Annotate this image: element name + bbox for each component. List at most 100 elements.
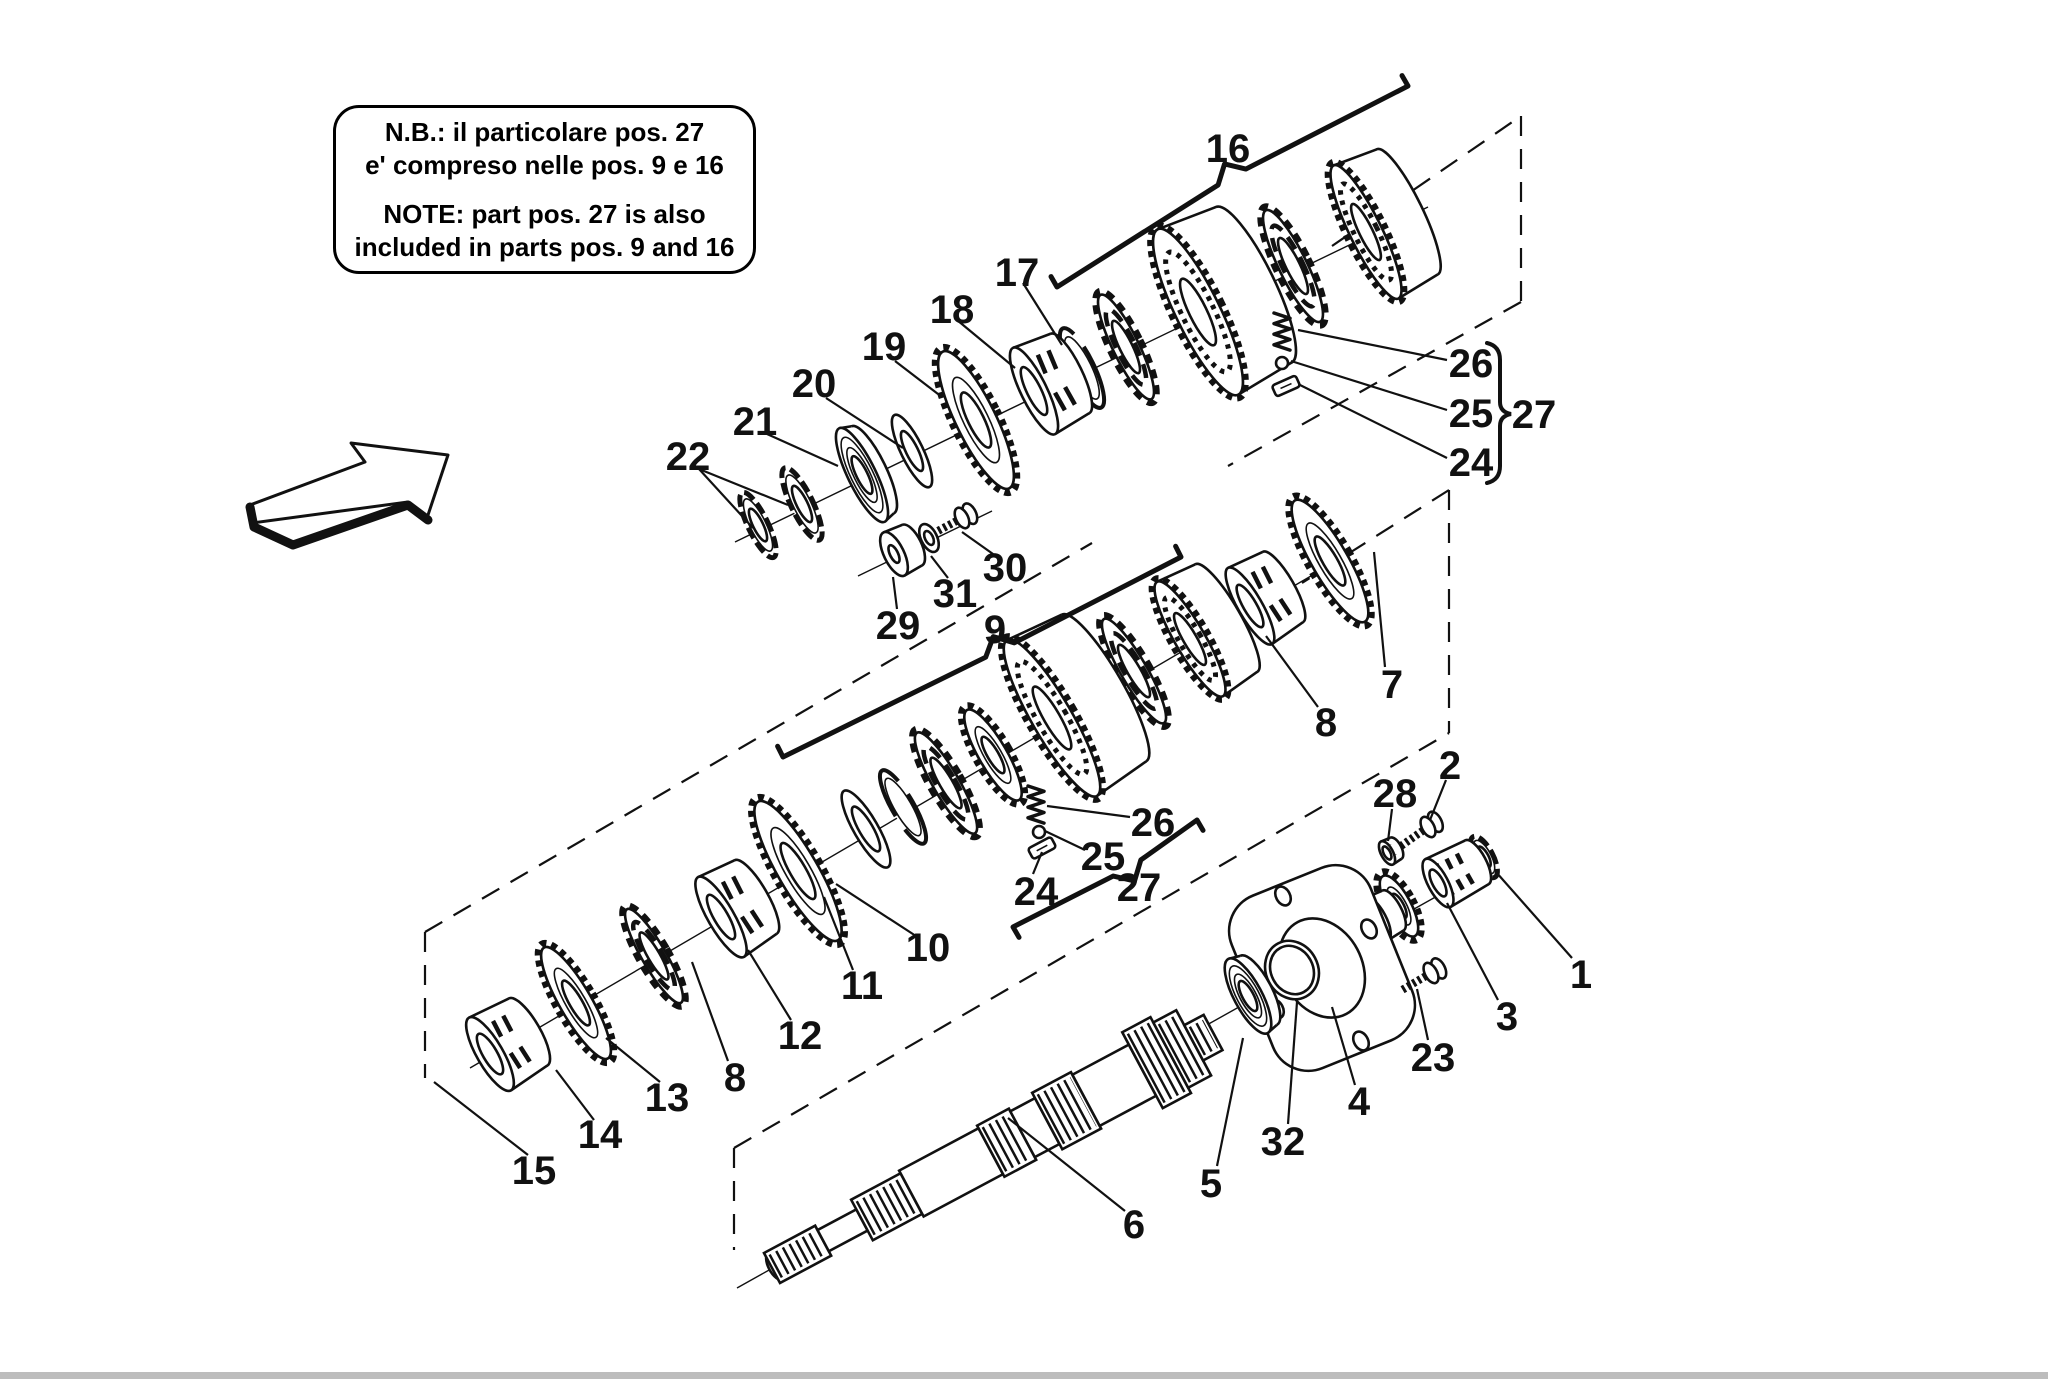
leader-callout-15 (433, 1081, 529, 1156)
leader-callout-24-mid (1031, 851, 1044, 875)
part-pad-24-mid (1027, 836, 1057, 860)
part-sliding-sleeve-16 (1324, 147, 1442, 306)
leader-callout-32 (1286, 1001, 1299, 1125)
callout-11: 11 (841, 964, 883, 1008)
callout-31: 31 (933, 572, 978, 616)
callout-12: 12 (778, 1014, 823, 1058)
callout-3: 3 (1496, 995, 1518, 1039)
bracket-group-27 (1010, 817, 1206, 940)
part-ball-25-mid (1031, 824, 1047, 840)
leader-callout-30 (961, 531, 994, 555)
callout-25-top: 25 (1449, 392, 1494, 436)
leader-callout-17 (1022, 282, 1063, 346)
part-sliding-sleeve-9 (1148, 562, 1262, 703)
leader-callout-10 (835, 883, 920, 939)
callout-32: 32 (1261, 1120, 1306, 1164)
callout-10: 10 (906, 926, 951, 970)
callout-17: 17 (995, 251, 1040, 295)
part-lock-nut-22b (779, 465, 825, 543)
callout-18: 18 (930, 288, 975, 332)
part-needle-bearing-8-lower (694, 858, 781, 959)
leader-callout-3 (1446, 902, 1499, 1001)
callout-8-upper: 8 (1315, 701, 1337, 745)
construction-dashed-line (1227, 301, 1522, 467)
callout-22: 22 (666, 435, 711, 479)
part-gear-ring-9 (957, 702, 1029, 808)
part-bearing-21 (834, 424, 899, 524)
part-needle-bearing-15 (464, 996, 552, 1093)
note-box: N.B.: il particolare pos. 27 e' compreso… (333, 105, 756, 274)
leader-callout-21 (766, 432, 839, 468)
leader-callout-7 (1372, 551, 1387, 668)
callout-1: 1 (1570, 953, 1592, 997)
part-bolt-2 (1398, 810, 1445, 850)
callout-23: 23 (1411, 1036, 1456, 1080)
part-bushing-29 (878, 523, 927, 578)
callout-8-lower: 8 (724, 1056, 746, 1100)
leader-callout-29 (891, 576, 899, 610)
part-o-ring-32 (1263, 939, 1321, 1001)
construction-dashed-line (733, 732, 1450, 1149)
part-synchro-ring-9a (909, 725, 983, 841)
callout-4: 4 (1348, 1080, 1371, 1124)
leader-callout-24-top (1299, 384, 1448, 459)
callout-13: 13 (645, 1076, 690, 1120)
bottom-edge-bar (0, 1372, 2048, 1379)
callout-26-mid: 26 (1131, 801, 1176, 845)
callout-6: 6 (1123, 1203, 1145, 1247)
brace-27 (1485, 341, 1512, 485)
leader-callout-8-upper (1265, 635, 1319, 708)
part-needle-bearing-18 (1008, 332, 1094, 436)
part-spring-26-top (1272, 311, 1292, 352)
part-gear-7 (1285, 492, 1375, 630)
part-synchro-ring-13 (619, 902, 689, 1010)
leader-callout-6 (1007, 1117, 1126, 1212)
direction-arrow-shadow-edge (245, 500, 433, 550)
leader-callout-13 (605, 1037, 661, 1083)
part-bolt-30 (934, 502, 979, 536)
part-gear-12 (748, 793, 848, 949)
note-line-it-1: N.B.: il particolare pos. 27 (384, 116, 705, 147)
leader-callout-2 (1428, 779, 1448, 821)
callout-30: 30 (983, 546, 1028, 590)
leader-callout-23 (1415, 988, 1430, 1041)
leader-callout-22 (698, 467, 789, 507)
part-needle-bearing-8-upper (1224, 550, 1307, 646)
callout-9: 9 (984, 608, 1006, 652)
callout-21: 21 (733, 400, 778, 444)
callout-29: 29 (876, 604, 921, 648)
callout-26-top: 26 (1449, 342, 1494, 386)
part-spacer-11 (840, 789, 892, 869)
part-pad-24-top (1271, 374, 1301, 398)
leader-callout-31 (930, 555, 949, 579)
construction-dashed-line (424, 542, 1093, 933)
part-main-shaft-6 (762, 1008, 1225, 1285)
part-spacer-20 (890, 413, 934, 489)
leader-callout-4 (1330, 1006, 1357, 1086)
callout-19: 19 (862, 325, 907, 369)
callout-15: 15 (512, 1149, 557, 1193)
leader-callout-1 (1495, 871, 1573, 959)
note-line-it-2: e' compreso nelle pos. 9 e 16 (365, 149, 724, 180)
part-synchro-ring-9b (1096, 612, 1172, 730)
leader-callout-18 (956, 319, 1016, 369)
leader-callout-28 (1386, 808, 1394, 842)
part-screw-23 (1399, 957, 1448, 994)
callout-7: 7 (1381, 663, 1403, 707)
callout-2: 2 (1439, 744, 1461, 788)
part-gear-14 (534, 939, 618, 1067)
bracket-group-9 (775, 543, 1184, 760)
leader-callout-25-mid (1044, 830, 1086, 851)
part-collar-28 (1377, 836, 1405, 867)
leader-callout-11 (822, 896, 855, 971)
leader-callout-25-top (1290, 359, 1448, 412)
callout-16: 16 (1206, 127, 1251, 171)
leader-callout-22 (698, 468, 754, 529)
leader-callout-19 (894, 360, 939, 395)
leader-callout-20 (825, 397, 904, 449)
part-synchro-ring-16a (1092, 287, 1160, 407)
leader-callout-5 (1215, 1037, 1245, 1167)
leader-callout-14 (555, 1069, 595, 1121)
